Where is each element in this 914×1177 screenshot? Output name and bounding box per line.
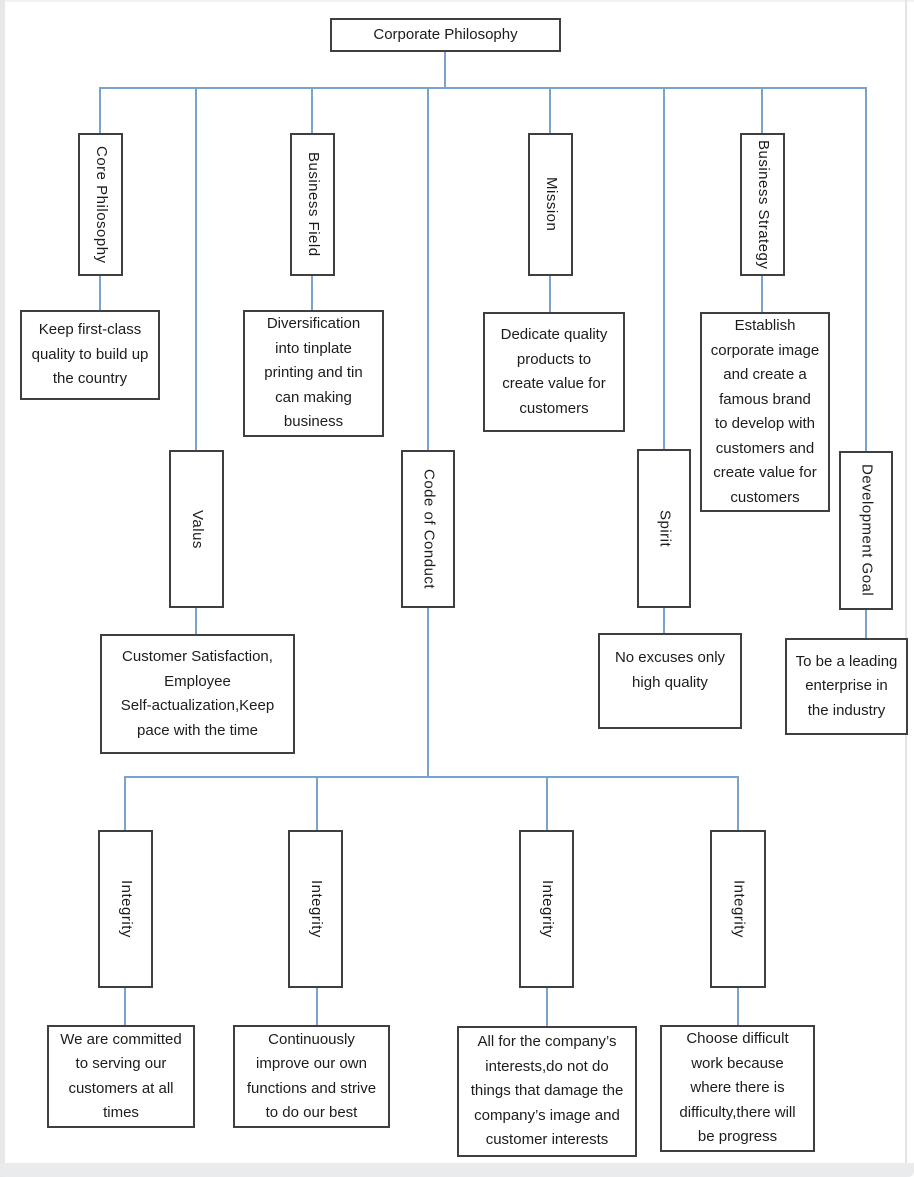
connector-line [427,608,429,777]
connector-line [737,776,739,830]
connector-line [663,607,665,633]
page-right-edge [905,0,907,1163]
desc-integrity-1: We are committed to serving our customer… [47,1025,195,1128]
node-label: Business Field [304,152,322,257]
connector-line [761,87,763,133]
page-top-edge [0,0,914,2]
connector-line [865,610,867,638]
node-development-goal: Development Goal [839,451,893,610]
node-label: Integrity [307,880,325,938]
node-label: Integrity [730,880,748,938]
node-spirit: Spirit [637,449,691,608]
node-label: Code of Conduct [420,468,438,590]
node-integrity-2: Integrity [288,830,343,988]
connector-line [124,776,739,778]
node-business-field: Business Field [290,133,335,276]
node-valus: Valus [169,450,224,608]
connector-line [124,988,126,1025]
connector-line [546,988,548,1026]
desc-spirit: No excuses only high quality [598,633,742,729]
connector-line [546,776,548,830]
desc-integrity-2: Continuously improve our own functions a… [233,1025,390,1128]
connector-line [99,276,101,310]
connector-line [311,276,313,310]
desc-business-field: Diversification into tinplate printing a… [243,310,384,437]
node-label: Valus [188,509,206,549]
node-core-philosophy: Core Philosophy [78,133,123,276]
connector-line [195,608,197,634]
connector-line [316,776,318,830]
node-label: Integrity [538,880,556,938]
connector-line [444,52,446,88]
connector-line [195,87,197,450]
node-label: Integrity [117,880,135,938]
node-label: Core Philosophy [92,145,110,264]
connector-line [124,776,126,830]
page-left-edge [0,0,5,1177]
node-label: Mission [542,177,560,232]
connector-line [549,276,551,312]
desc-mission: Dedicate quality products to create valu… [483,312,625,432]
node-label: Development Goal [858,464,876,597]
node-integrity-3: Integrity [519,830,574,988]
desc-core-philosophy: Keep first-class quality to build up the… [20,310,160,400]
connector-line [865,87,867,451]
node-label: Spirit [656,509,674,548]
connector-line [663,87,665,449]
connector-line [311,87,313,133]
connector-line [427,87,429,450]
node-mission: Mission [528,133,573,276]
desc-integrity-3: All for the company’s interests,do not d… [457,1026,637,1157]
node-business-strategy: Business Strategy [740,133,785,276]
desc-development-goal: To be a leading enterprise in the indust… [785,638,908,735]
connector-line [737,988,739,1025]
node-code-of-conduct: Code of Conduct [401,450,455,608]
connector-line [99,87,101,133]
connector-line [316,988,318,1025]
desc-valus: Customer Satisfaction, Employee Self-act… [100,634,295,754]
connector-line [761,276,763,312]
desc-integrity-4: Choose difficult work because where ther… [660,1025,815,1152]
connector-line [99,87,867,89]
node-label: Business Strategy [754,139,772,270]
node-corporate-philosophy: Corporate Philosophy [330,18,561,52]
node-integrity-1: Integrity [98,830,153,988]
node-integrity-4: Integrity [710,830,766,988]
page-bottom-edge [0,1163,914,1177]
connector-line [549,87,551,133]
desc-business-strategy: Establish corporate image and create a f… [700,312,830,512]
